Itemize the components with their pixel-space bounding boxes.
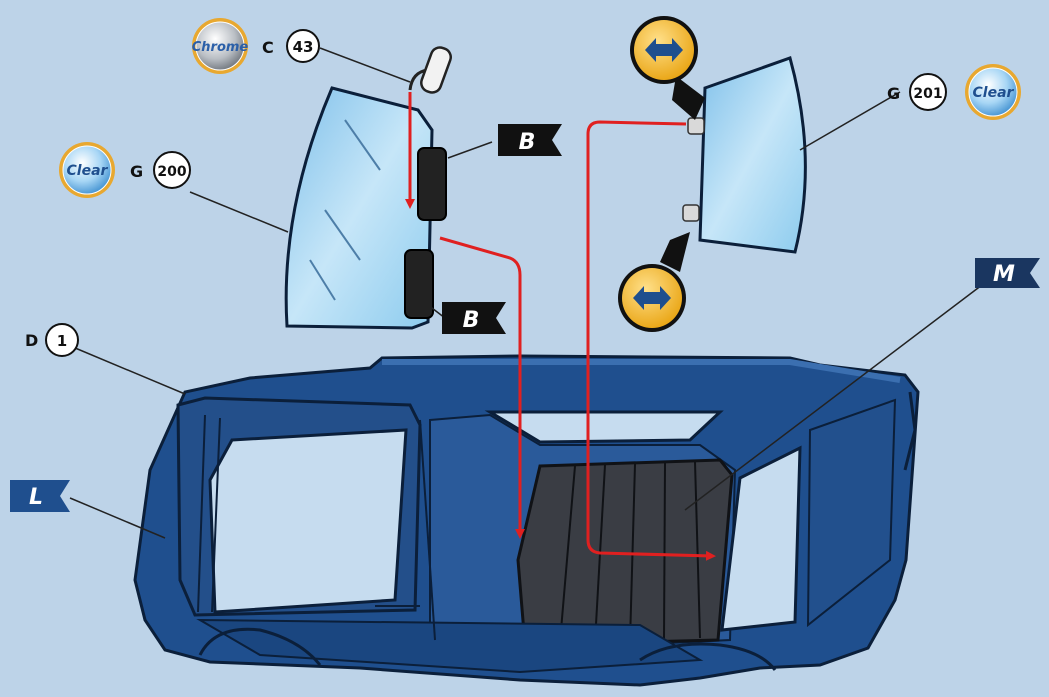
part-letter-d: D [25, 331, 38, 350]
svg-text:L: L [29, 485, 43, 510]
svg-text:201: 201 [913, 86, 942, 102]
mirror-icon [410, 45, 453, 95]
flag-icon-l: L [10, 480, 70, 512]
part-number-43: 43 [287, 30, 319, 62]
windshield-glass-left [286, 88, 446, 328]
svg-text:M: M [993, 262, 1015, 287]
part-letter-g-left: G [130, 162, 143, 181]
flag-icon-b-bottom: B [442, 302, 506, 334]
part-letter-c: C [262, 38, 274, 57]
part-letter-g-right: G [887, 84, 900, 103]
svg-text:200: 200 [157, 164, 186, 180]
chrome-badge-text: Chrome [192, 40, 249, 55]
part-number-201: 201 [910, 74, 946, 110]
glue-action-icon-bottom [618, 232, 690, 332]
svg-text:B: B [519, 130, 536, 155]
clear-badge-icon: Clear [59, 142, 115, 198]
flag-icon-m: M [975, 258, 1040, 288]
clear-badge-icon: Clear [965, 64, 1021, 120]
glue-action-icon-top [630, 16, 705, 120]
clear-badge-text-right: Clear [973, 85, 1015, 101]
flag-icon-b-top: B [498, 124, 562, 156]
part-number-200: 200 [154, 152, 190, 188]
part-number-1: 1 [46, 324, 78, 356]
windshield-glass-right [683, 58, 805, 252]
clear-badge-text: Clear [67, 163, 109, 179]
svg-text:43: 43 [293, 38, 314, 56]
svg-text:1: 1 [57, 332, 67, 350]
car-body [135, 356, 918, 685]
chrome-badge-icon: Chrome [192, 18, 249, 74]
svg-text:B: B [463, 308, 480, 333]
